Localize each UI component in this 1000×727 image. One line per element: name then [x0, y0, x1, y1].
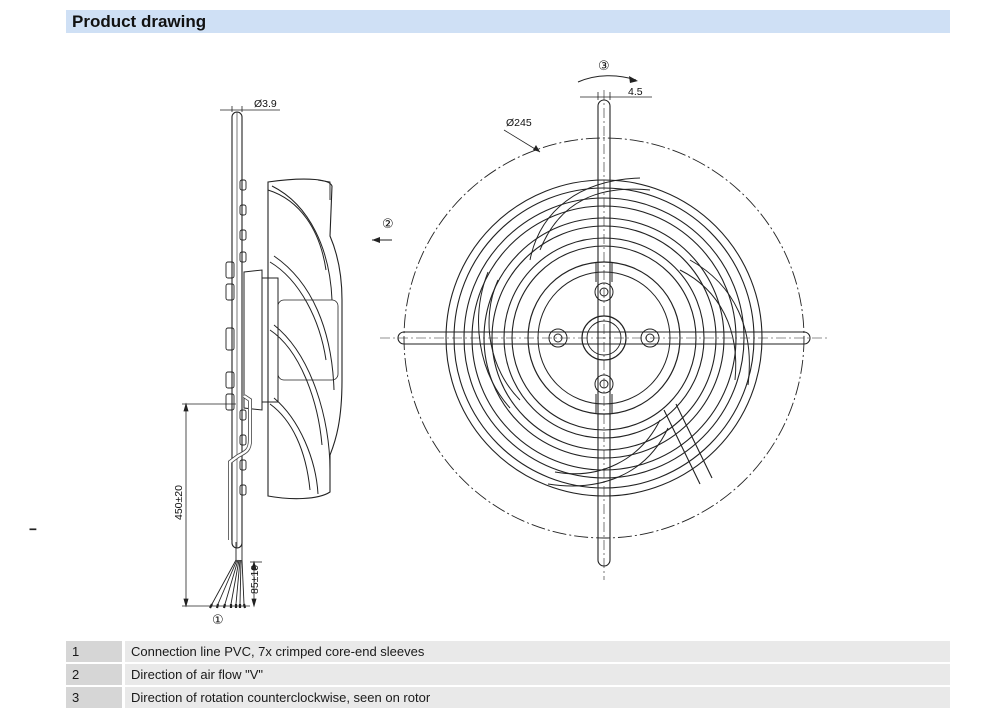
side-view: Ø3.9 450±20 85±10 ① ②	[173, 98, 394, 627]
legend-description: Direction of rotation counterclockwise, …	[125, 687, 950, 710]
legend-number: 1	[66, 641, 125, 664]
product-drawing: –	[30, 58, 830, 627]
rotation-arrow-icon	[629, 76, 638, 83]
callout-2: ②	[382, 216, 394, 231]
callout-3: ③	[598, 58, 610, 73]
dim-strip-length: 85±10	[249, 565, 261, 594]
legend-description: Connection line PVC, 7x crimped core-end…	[125, 641, 950, 664]
legend-description: Direction of air flow "V"	[125, 664, 950, 687]
dim-outer-diameter: Ø245	[506, 117, 532, 129]
dim-cable-length: 450±20	[173, 485, 185, 520]
margin-mark: –	[30, 523, 36, 535]
dim-shaft-diameter: Ø3.9	[254, 98, 277, 110]
front-view: Ø245 4.5 ③	[380, 58, 830, 580]
section-title: Product drawing	[72, 12, 207, 31]
callout-1: ①	[212, 612, 224, 627]
legend-number: 3	[66, 687, 125, 710]
legend-number: 2	[66, 664, 125, 687]
airflow-arrow-icon	[372, 237, 380, 243]
dim-offset: 4.5	[628, 86, 643, 98]
section-header: Product drawing	[66, 10, 950, 33]
